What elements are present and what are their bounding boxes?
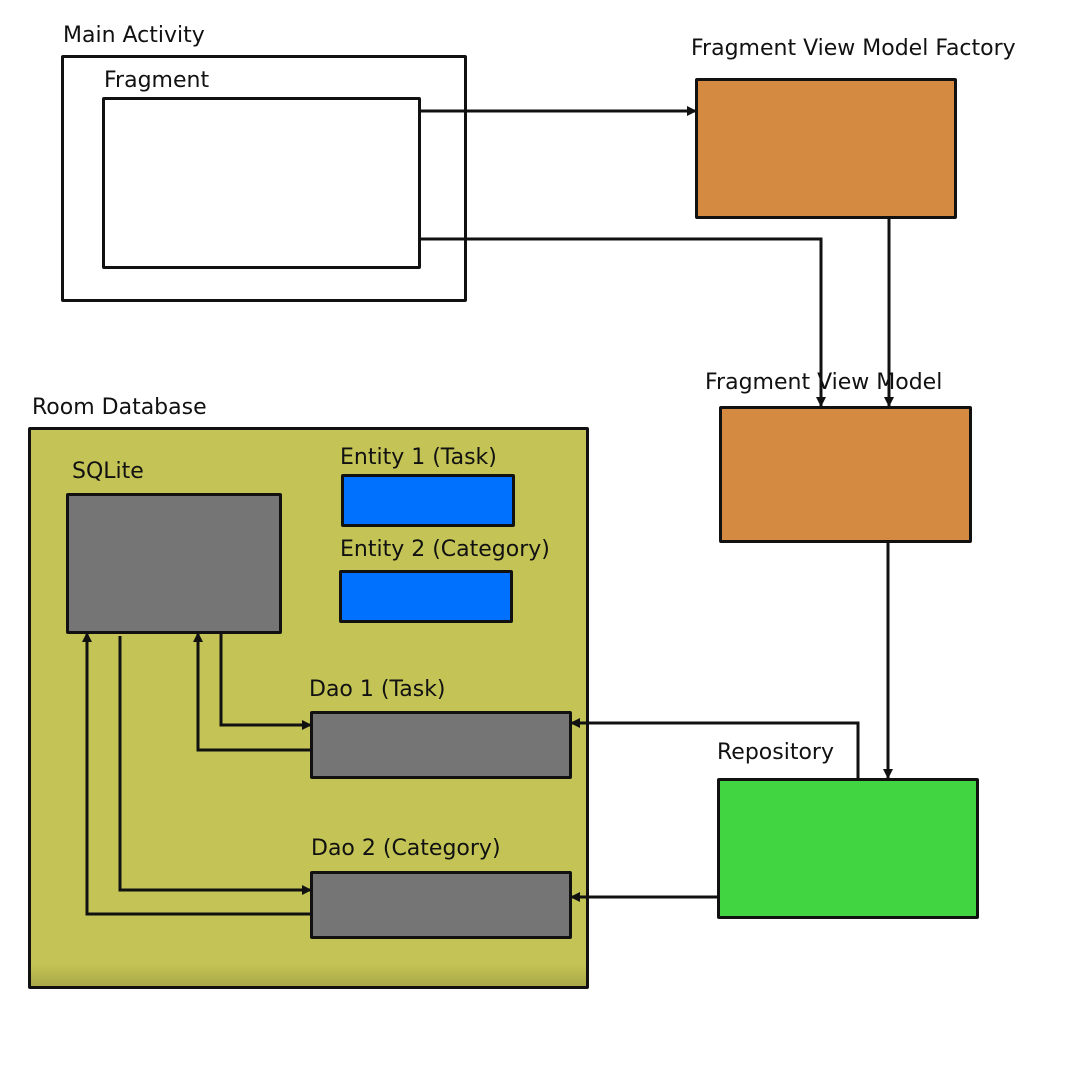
arrow-dao-2-to-sqlite [82, 632, 311, 916]
sqlite-box [66, 493, 282, 634]
entity-1-label: Entity 1 (Task) [340, 445, 497, 470]
entity-2-label: Entity 2 (Category) [340, 537, 550, 562]
sqlite-label: SQLite [72, 459, 144, 484]
repository-label: Repository [717, 740, 834, 765]
arrow-sqlite-to-dao-1 [219, 633, 312, 730]
entity-1-box [341, 474, 515, 527]
dao-2-label: Dao 2 (Category) [311, 836, 501, 861]
dao-2-box [310, 871, 572, 939]
fragment-view-model-factory-label: Fragment View Model Factory [691, 36, 1016, 61]
room-database-label: Room Database [32, 395, 207, 420]
dao-1-box [310, 711, 572, 779]
arrow-fragment-to-view-model [420, 237, 826, 407]
arrow-repository-to-dao-1 [570, 718, 860, 778]
repository-box [717, 778, 979, 919]
fragment-label: Fragment [104, 68, 210, 93]
fragment-view-model-label: Fragment View Model [705, 370, 943, 395]
arrow-dao-1-to-sqlite [193, 632, 311, 752]
main-activity-label: Main Activity [63, 23, 205, 48]
fragment-view-model-box [719, 406, 972, 543]
fragment-box [102, 97, 421, 269]
arrow-sqlite-to-dao-2 [118, 636, 312, 895]
fragment-view-model-factory-box [695, 78, 957, 219]
entity-2-box [339, 570, 513, 623]
dao-1-label: Dao 1 (Task) [309, 677, 446, 702]
